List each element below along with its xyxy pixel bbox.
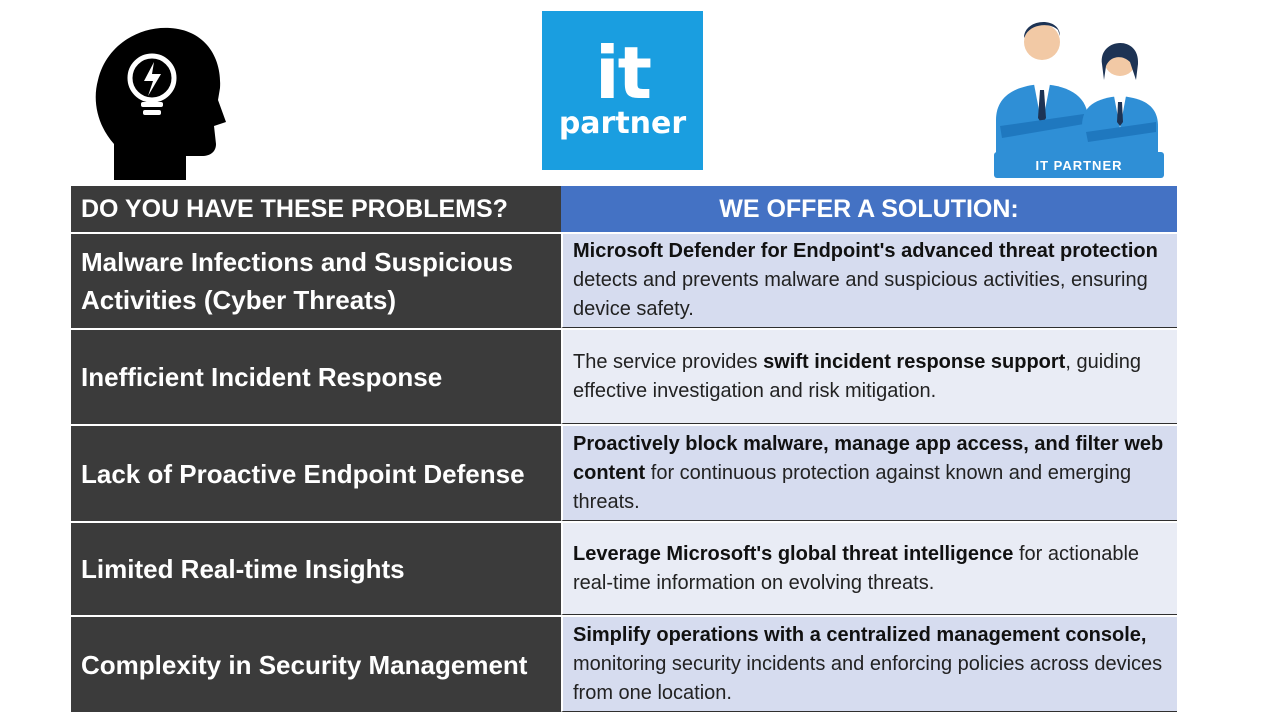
problem-cell: Limited Real-time Insights — [71, 523, 561, 615]
problem-solution-table: DO YOU HAVE THESE PROBLEMS? WE OFFER A S… — [71, 186, 1177, 712]
solution-cell: Proactively block malware, manage app ac… — [561, 426, 1177, 521]
solution-text: for actionable real-time information on … — [573, 542, 1140, 594]
solution-cell: The service provides swift incident resp… — [561, 330, 1177, 424]
solution-text: The service provides — [573, 350, 764, 373]
table-row: Limited Real-time Insights Leverage Micr… — [71, 521, 1177, 615]
badge-text: IT PARTNER — [1035, 158, 1122, 173]
solution-text: detects and prevents malware and suspici… — [573, 269, 1148, 320]
solution-bold: swift incident response support — [763, 350, 1066, 373]
solution-bold: Leverage Microsoft's global threat intel… — [573, 542, 1014, 565]
problem-cell: Malware Infections and Suspicious Activi… — [71, 234, 561, 328]
problem-cell: Complexity in Security Management — [71, 617, 561, 712]
table-row: Lack of Proactive Endpoint Defense Proac… — [71, 424, 1177, 521]
header-problems: DO YOU HAVE THESE PROBLEMS? — [71, 186, 561, 232]
solution-cell: Simplify operations with a centralized m… — [561, 617, 1177, 712]
table-header: DO YOU HAVE THESE PROBLEMS? WE OFFER A S… — [71, 186, 1177, 232]
solution-text: monitoring security incidents and enforc… — [573, 652, 1163, 704]
head-lightbulb-icon — [95, 27, 226, 180]
solution-text: , guiding effective investigation and ri… — [573, 350, 1141, 402]
solution-bold: Proactively block malware, manage app ac… — [573, 432, 1164, 484]
problem-cell: Inefficient Incident Response — [71, 330, 561, 424]
solution-cell: Leverage Microsoft's global threat intel… — [561, 523, 1177, 615]
solution-bold: Simplify operations with a centralized m… — [573, 623, 1147, 646]
logo-line1: it — [594, 31, 652, 115]
header-solution: WE OFFER A SOLUTION: — [561, 186, 1177, 232]
it-partner-logo: it partner — [542, 11, 703, 170]
problem-cell: Lack of Proactive Endpoint Defense — [71, 426, 561, 521]
table-row: Complexity in Security Management Simpli… — [71, 615, 1177, 712]
logo-line2: partner — [558, 106, 687, 141]
table-row: Malware Infections and Suspicious Activi… — [71, 232, 1177, 328]
solution-bold: Microsoft Defender for Endpoint's advanc… — [573, 240, 1158, 262]
business-people-illustration: IT PARTNER — [994, 21, 1164, 178]
solution-text: for continuous protection against known … — [573, 461, 1132, 513]
solution-cell: Microsoft Defender for Endpoint's advanc… — [561, 234, 1177, 328]
table-row: Inefficient Incident Response The servic… — [71, 328, 1177, 424]
